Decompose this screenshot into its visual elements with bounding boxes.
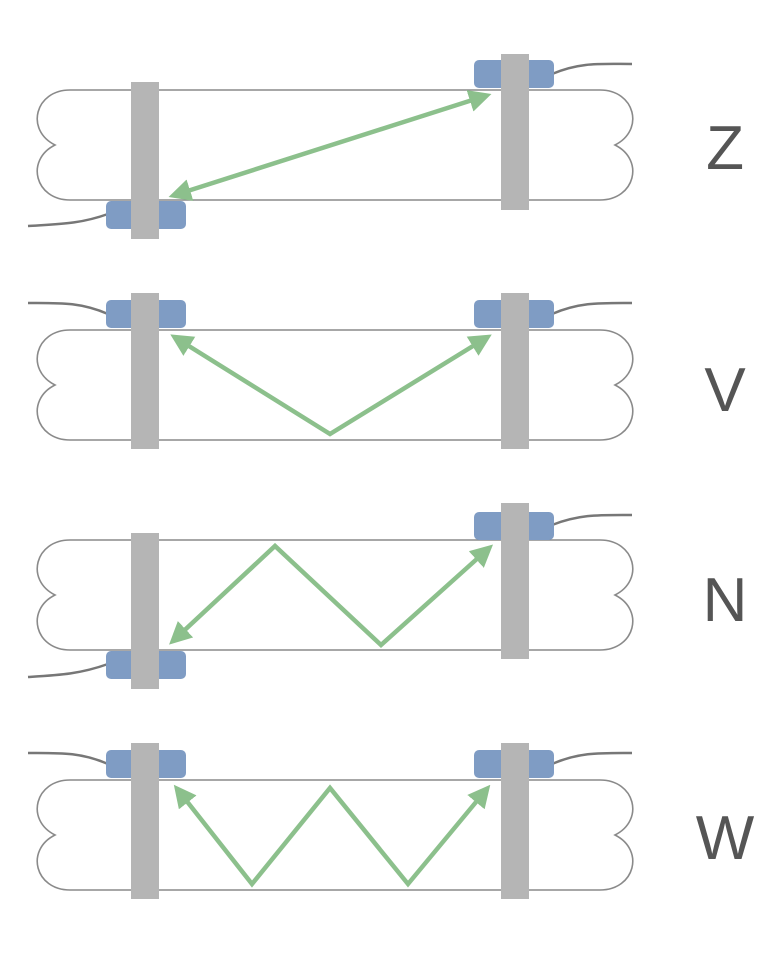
clamp-bar: [501, 743, 529, 899]
clamp-bar: [131, 743, 159, 899]
clamp-bar: [131, 293, 159, 449]
pipe: [36, 329, 634, 441]
cable: [27, 212, 109, 228]
clamp-bar: [501, 503, 529, 659]
signal-path: [169, 542, 494, 649]
pipe: [36, 539, 634, 651]
cable: [27, 301, 109, 316]
clamp-bar: [131, 533, 159, 689]
n-mode-diagram: [27, 503, 634, 689]
clamp-bar: [501, 54, 529, 210]
cable: [551, 62, 633, 76]
signal-path: [168, 90, 492, 201]
cable: [551, 301, 633, 316]
z-mode-diagram: [27, 54, 634, 239]
mode-label-w: W: [695, 804, 755, 873]
v-mode-diagram: [27, 293, 634, 449]
cable: [27, 751, 109, 766]
mode-label-n: N: [702, 566, 748, 635]
mode-label-v: V: [704, 356, 746, 425]
clamp-bar: [131, 82, 159, 239]
cable: [551, 751, 633, 766]
cable: [551, 513, 633, 527]
clamp-bar: [501, 293, 529, 449]
mode-label-z: Z: [706, 114, 744, 183]
signal-path: [170, 334, 492, 437]
cable: [27, 662, 109, 679]
signal-path: [173, 784, 491, 888]
w-mode-diagram: [27, 743, 634, 899]
